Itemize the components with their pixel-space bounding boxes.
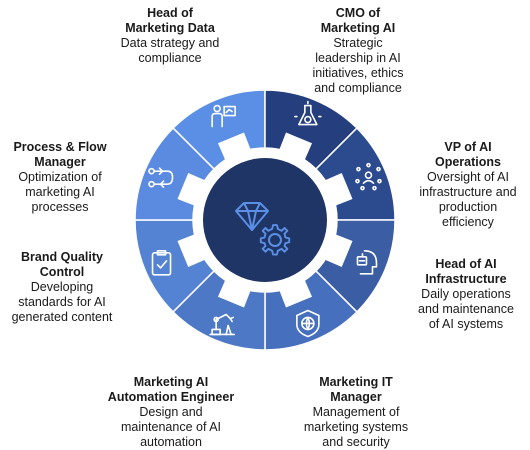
role-description: Daily operations and maintenance of AI s…: [418, 287, 514, 331]
role-title: Head of AI Infrastructure: [425, 257, 507, 286]
segment-notch: [177, 234, 205, 268]
presenter-board-icon: [211, 104, 236, 128]
role-description: Optimization of marketing AI processes: [18, 170, 102, 214]
globe-shield-icon: [296, 309, 320, 338]
gear-flask-icon: [294, 100, 322, 126]
role-brand-quality-control: Brand Quality Control Developing standar…: [0, 250, 137, 325]
segment-notch: [279, 132, 313, 160]
role-cmo-of-marketing-ai: CMO of Marketing AI Strategic leadership…: [283, 6, 433, 96]
center-hub: [203, 158, 327, 282]
robot-arm-icon: [209, 313, 235, 336]
wheel-icons: [148, 100, 382, 338]
role-head-of-marketing-data: Head of Marketing Data Data strategy and…: [95, 6, 245, 66]
wheel-segments: [134, 89, 396, 351]
segment-notch: [177, 172, 205, 206]
role-vp-of-ai-operations: VP of AI Operations Oversight of AI infr…: [393, 140, 530, 230]
role-description: Design and maintenance of AI automation: [120, 405, 222, 449]
segment-notch: [217, 280, 251, 308]
role-description: Oversight of AI infrastructure and produ…: [419, 170, 517, 229]
segment-notch: [217, 132, 251, 160]
role-title: Process & Flow Manager: [13, 140, 107, 169]
team-network-icon: [355, 162, 382, 191]
role-process-and-flow-manager: Process & Flow Manager Optimization of m…: [0, 140, 135, 215]
role-title: VP of AI Operations: [435, 140, 501, 169]
robot-head-icon: [356, 250, 378, 275]
role-title: CMO of Marketing AI: [320, 6, 396, 35]
clipboard-check-icon: [151, 250, 172, 276]
role-description: Data strategy and compliance: [120, 36, 220, 65]
center-circle: [203, 158, 327, 282]
flow-path-icon: [148, 167, 174, 188]
role-marketing-it-manager: Marketing IT Manager Management of marke…: [281, 375, 431, 450]
role-title: Head of Marketing Data: [125, 6, 215, 35]
role-marketing-ai-automation-engineer: Marketing AI Automation Engineer Design …: [96, 375, 246, 450]
role-description: Management of marketing systems and secu…: [303, 405, 409, 449]
role-head-of-ai-infrastructure: Head of AI Infrastructure Daily operatio…: [391, 257, 530, 332]
role-title: Marketing IT Manager: [319, 375, 393, 404]
role-description: Developing standards for AI generated co…: [11, 280, 113, 324]
role-description: Strategic leadership in AI initiatives, …: [312, 36, 404, 95]
segment-notch: [325, 172, 353, 206]
diamond-gear-icon: [235, 202, 291, 256]
segment-notch: [279, 280, 313, 308]
segment-notch: [325, 234, 353, 268]
role-title: Brand Quality Control: [21, 250, 103, 279]
role-title: Marketing AI Automation Engineer: [107, 375, 235, 404]
